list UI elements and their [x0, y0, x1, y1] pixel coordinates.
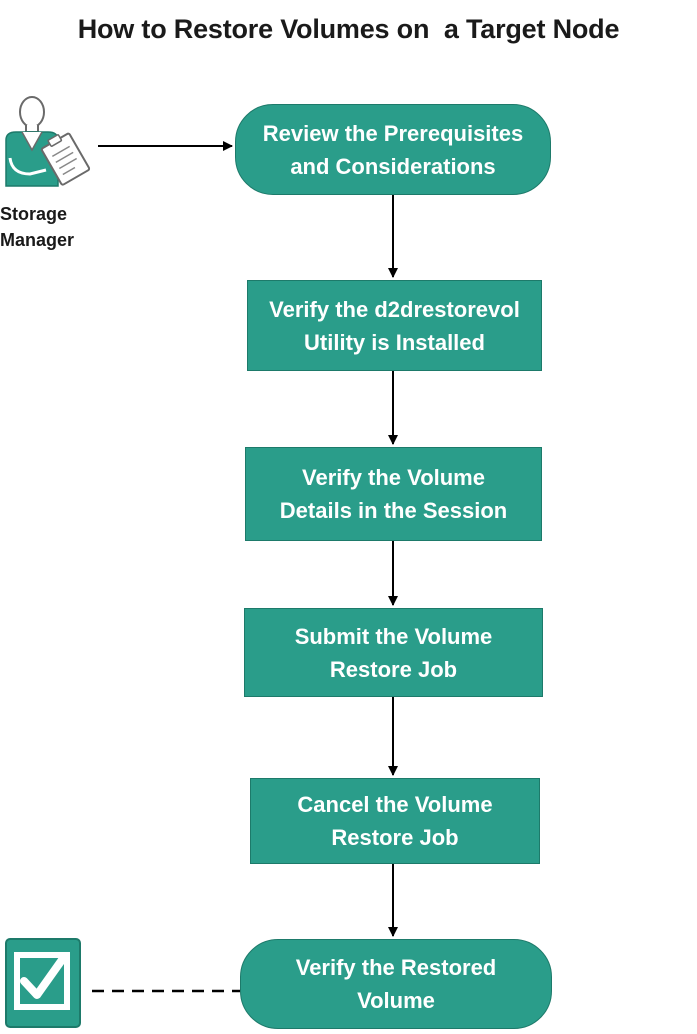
step-3-line-1: Verify the Volume	[302, 465, 485, 490]
actor-label: Storage Manager	[0, 201, 75, 253]
step-6-line-2: Volume	[357, 988, 435, 1013]
step-3-line-2: Details in the Session	[279, 498, 508, 523]
step-2-line-1: Verify the d2drestorevol	[269, 296, 520, 322]
step-5-line-2: Restore Job	[331, 825, 459, 850]
step-review-prerequisites: Review the Prerequisites and Considerati…	[235, 104, 551, 195]
storage-manager-icon	[5, 96, 91, 187]
step-1-line-2: and Considerations	[290, 153, 496, 179]
step-5-line-1: Cancel the Volume	[297, 792, 493, 817]
step-4-line-2: Restore Job	[329, 656, 458, 682]
actor-label-line-2: Manager	[0, 230, 75, 250]
step-submit-restore-job: Submit the Volume Restore Job	[244, 608, 543, 697]
actor-label-line-1: Storage	[0, 204, 68, 224]
step-verify-utility: Verify the d2drestorevol Utility is Inst…	[247, 280, 542, 371]
page-title: How to Restore Volumes on a Target Node	[77, 14, 620, 44]
step-verify-volume-details: Verify the Volume Details in the Session	[245, 447, 542, 541]
checkbox-checked-icon	[5, 938, 81, 1028]
step-1-line-1: Review the Prerequisites	[262, 120, 524, 146]
step-6-line-1: Verify the Restored	[295, 955, 497, 980]
step-cancel-restore-job: Cancel the Volume Restore Job	[250, 778, 540, 864]
step-verify-restored-volume: Verify the Restored Volume	[240, 939, 552, 1029]
step-2-line-2: Utility is Installed	[304, 329, 485, 355]
step-4-line-1: Submit the Volume	[294, 623, 493, 649]
